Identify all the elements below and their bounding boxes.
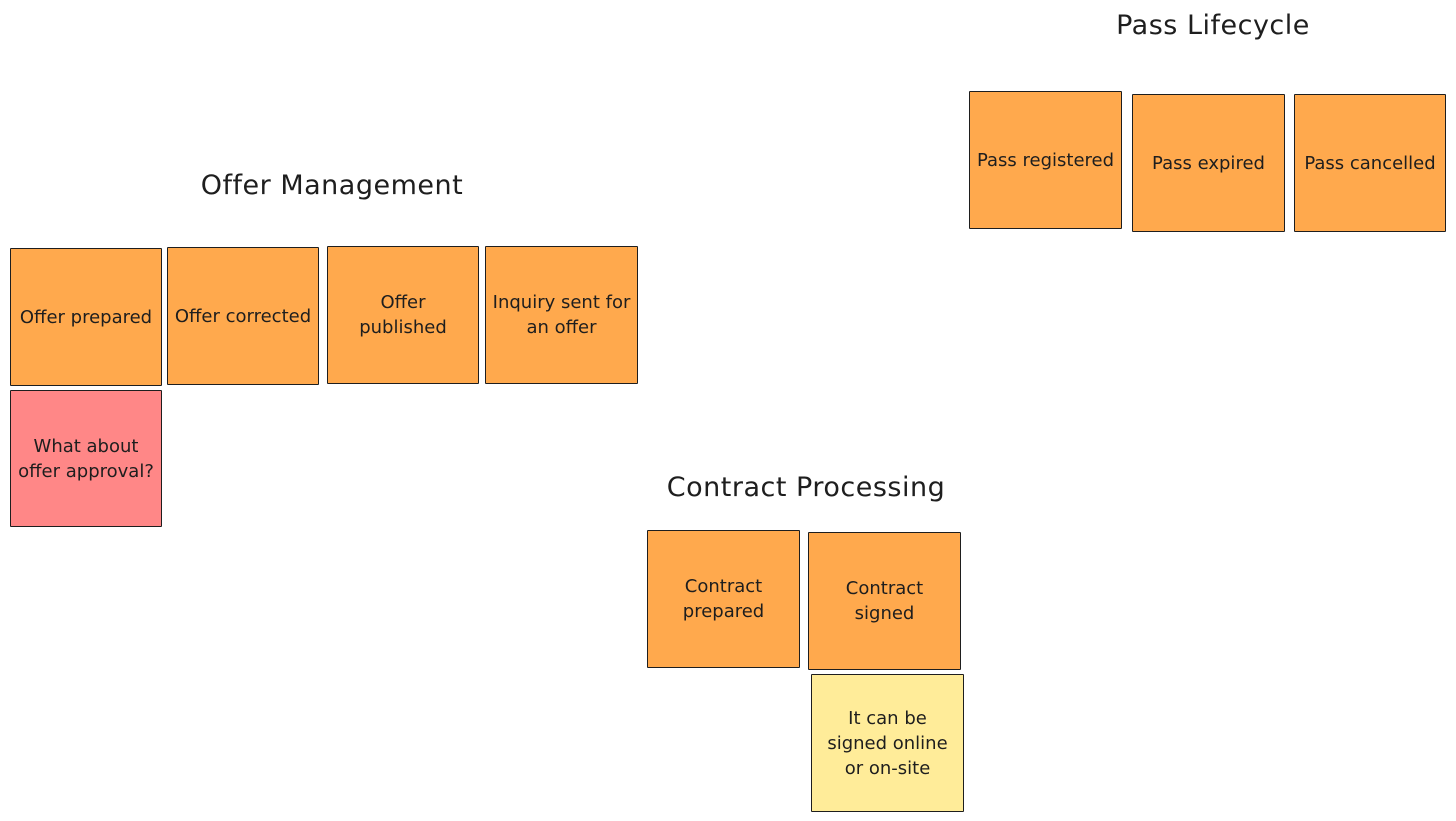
sticky-label: Offer corrected	[174, 305, 312, 327]
sticky-label: Pass registered	[976, 149, 1115, 171]
sticky-label: What about offer approval?	[18, 435, 154, 482]
group-title-pass-lifecycle: Pass Lifecycle	[1116, 10, 1310, 41]
sticky-label: Offer published	[359, 292, 447, 338]
sticky-label: Inquiry sent for an offer	[492, 292, 631, 338]
sticky-question-offer-approval[interactable]: What about offer approval?	[10, 390, 162, 527]
sticky-note-signing[interactable]: It can be signed online or on-site	[811, 674, 964, 812]
sticky-label: Offer prepared	[19, 306, 153, 328]
sticky-offer-published[interactable]: Offer published	[327, 246, 479, 384]
sticky-label: Pass expired	[1152, 152, 1265, 174]
group-title-offer-management: Offer Management	[200, 170, 464, 201]
sticky-label: Pass cancelled	[1304, 152, 1436, 174]
group-title-contract-processing: Contract Processing	[666, 472, 946, 503]
sticky-offer-corrected[interactable]: Offer corrected	[167, 247, 319, 385]
sticky-inquiry-sent[interactable]: Inquiry sent for an offer	[485, 246, 638, 384]
sticky-contract-prepared[interactable]: Contract prepared	[647, 530, 800, 668]
sticky-label: It can be signed online or on-site	[827, 707, 948, 779]
sticky-offer-prepared[interactable]: Offer prepared	[10, 248, 162, 386]
sticky-pass-cancelled[interactable]: Pass cancelled	[1294, 94, 1446, 232]
sticky-pass-registered[interactable]: Pass registered	[969, 91, 1122, 229]
sticky-pass-expired[interactable]: Pass expired	[1132, 94, 1285, 232]
sticky-label: Contract signed	[845, 578, 924, 624]
sticky-contract-signed[interactable]: Contract signed	[808, 532, 961, 670]
sticky-label: Contract prepared	[682, 576, 765, 622]
